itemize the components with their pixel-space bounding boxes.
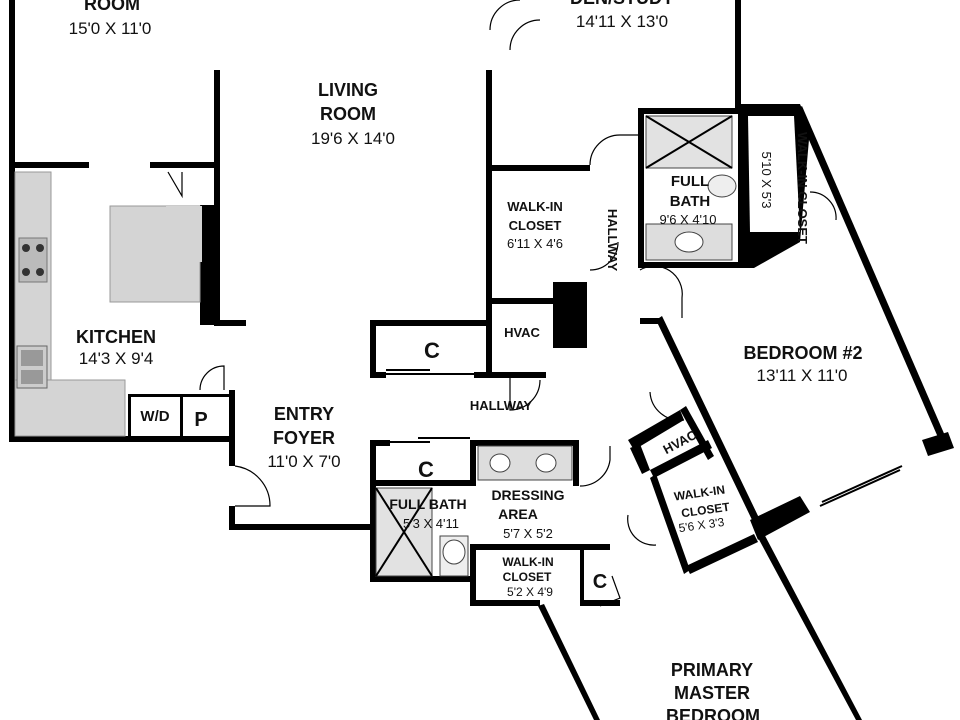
washer-dryer-name: W/D (140, 408, 169, 425)
windows (380, 369, 903, 507)
primary-bedroom-name-line1: PRIMARY (671, 660, 753, 680)
full-bath-lower-dims: 5'3 X 4'11 (403, 516, 459, 531)
toilet-icon (707, 174, 737, 198)
hvac-1-name: HVAC (504, 325, 540, 340)
walkin-closet-mid-name-line2: CLOSET (509, 218, 562, 233)
door-swings (167, 0, 837, 607)
bedroom2-dims: 13'11 X 11'0 (757, 366, 848, 385)
walkin-closet-lower-right-dims: 5'6 X 3'3 (678, 515, 726, 535)
hallway-vertical-name: HALLWAY (605, 209, 620, 272)
entry-foyer-dims: 11'0 X 7'0 (267, 452, 340, 471)
walkin-closet-mid-name-line1: WALK-IN (507, 199, 563, 214)
kitchen-dims: 14'3 X 9'4 (79, 349, 154, 368)
stove-icon (18, 237, 48, 283)
primary-bedroom-name-line3: BEDROOM (666, 706, 760, 720)
dressing-area-dims: 5'7 X 5'2 (503, 526, 553, 541)
primary-bedroom-name-line2: MASTER (674, 683, 750, 703)
closet-c2-name: C (418, 457, 434, 482)
closet-c1-name: C (424, 338, 440, 363)
living-room-name-line1: LIVING (318, 80, 378, 100)
dining-room-dims: 15'0 X 11'0 (69, 19, 152, 38)
entry-foyer-name-line2: FOYER (273, 428, 335, 448)
walkin-closet-mid-dims: 6'11 X 4'6 (507, 236, 563, 251)
bath-fixtures (375, 115, 737, 577)
kitchen-name: KITCHEN (76, 327, 156, 347)
entry-foyer-name-line1: ENTRY (274, 404, 334, 424)
full-bath-upper-name-line2: BATH (670, 193, 711, 210)
full-bath-lower-name: FULL BATH (389, 496, 466, 512)
hallway-horizontal-name: HALLWAY (470, 398, 533, 413)
full-bath-upper-name-line1: FULL (671, 173, 709, 190)
living-room-dims: 19'6 X 14'0 (311, 129, 395, 148)
closet-c3-name: C (593, 571, 607, 593)
walkin-closet-lower-right-name-line2: CLOSET (680, 500, 731, 521)
walkin-closet-lower-name-line1: WALK-IN (502, 555, 553, 569)
dining-room-name: ROOM (84, 0, 140, 14)
dressing-area-name-line1: DRESSING (491, 487, 564, 503)
walkin-closet-lower-name-line2: CLOSET (503, 570, 552, 584)
pantry-name: P (194, 409, 207, 431)
full-bath-upper-dims: 9'6 X 4'10 (659, 212, 716, 227)
walkin-closet-lower-dims: 5'2 X 4'9 (507, 585, 553, 599)
walls (9, 0, 954, 720)
lower-toilet-icon (442, 539, 466, 565)
dressing-area-name-line2: AREA (498, 506, 538, 522)
walkin-closet-upper-right-name: WALK-IN CLOSET (795, 132, 810, 244)
sink-icon (16, 345, 48, 389)
den-study-dims: 14'11 X 13'0 (576, 12, 668, 31)
kitchen-fixtures (14, 171, 202, 437)
den-study-name: DEN/STUDY (570, 0, 674, 8)
living-room-name-line2: ROOM (320, 104, 376, 124)
walkin-closet-upper-right-dims: 5'10 X 5'3 (759, 151, 774, 208)
bedroom2-name: BEDROOM #2 (743, 343, 862, 363)
